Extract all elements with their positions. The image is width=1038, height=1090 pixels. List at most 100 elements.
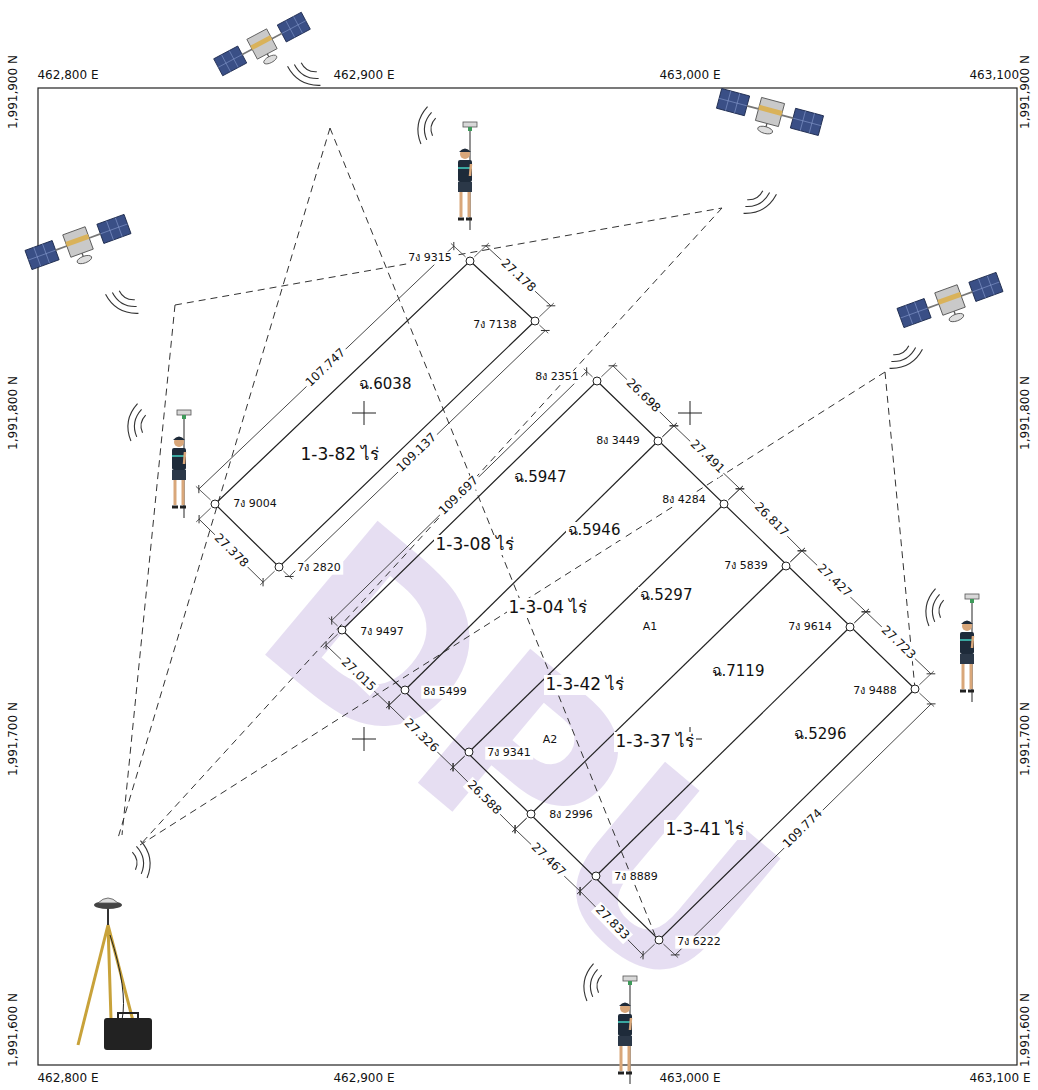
signal-wave: [415, 105, 437, 145]
rover-surveyor: [458, 122, 477, 230]
dimension-value: 109.697: [435, 472, 483, 519]
grid-coordinate: 462,900 E: [331, 69, 396, 83]
dimension-line: [580, 891, 643, 955]
parcel-boundary: [215, 261, 535, 567]
dimension-value: 26.698: [622, 375, 664, 417]
signal-wave: [285, 58, 326, 91]
extension-line: [640, 944, 654, 958]
antenna-cable: [110, 935, 124, 1020]
dimension-tick: [547, 305, 556, 306]
extension-line: [577, 880, 591, 894]
land-parcel: ฉ.71191-3-37 ไร่: [614, 663, 767, 751]
extension-line: [512, 818, 526, 832]
dimension-tick: [199, 515, 200, 523]
parcel-number: ฉ.5296: [792, 726, 849, 743]
dimension-tick: [331, 616, 332, 624]
dimension-line: [326, 645, 389, 705]
extension-line: [577, 880, 591, 894]
boundary-marker: [211, 500, 219, 508]
extension-line: [919, 693, 934, 707]
dimension-tick: [609, 365, 618, 366]
point-id: 7ง 6222: [675, 936, 723, 949]
dimension-tick: [670, 425, 679, 426]
boundary-marker: [720, 500, 728, 508]
dimension-line: [332, 372, 587, 621]
boundary-marker: [401, 686, 409, 694]
dimension-tick: [515, 825, 516, 833]
point-id: 7ง 9341: [485, 747, 533, 760]
dimension-line: [740, 489, 802, 551]
parcel-area: 1-3-37 ไร่: [614, 732, 697, 752]
dimension-tick: [671, 954, 680, 955]
dimension-value: 27.491: [686, 436, 729, 478]
signal-line: [118, 128, 330, 838]
dimension-tick: [389, 701, 390, 709]
point-id: 7ง 9004: [231, 498, 279, 511]
extension-line: [790, 548, 804, 562]
signal-line: [140, 372, 885, 845]
grid-coordinate: 1,991,900 N: [7, 53, 21, 131]
signal-wave: [885, 341, 926, 374]
point-id: 7ง 9488: [851, 685, 899, 698]
extension-line: [196, 508, 210, 522]
grid-coordinate: 1,991,600 N: [1019, 991, 1033, 1069]
grid-coordinate: 462,800 E: [35, 1072, 100, 1086]
boundary-marker: [846, 623, 854, 631]
point-id: 7ง 8889: [612, 871, 660, 884]
grid-coordinate: 1,991,800 N: [7, 374, 21, 452]
boundary-marker: [465, 748, 473, 756]
signal-wave: [739, 186, 780, 219]
parcel-divider: [405, 441, 658, 690]
grid-coordinate: 1,991,700 N: [1019, 700, 1033, 778]
extension-line: [386, 694, 400, 708]
grid-coordinate: 463,000 E: [657, 69, 722, 83]
parcel-divider: [596, 627, 850, 876]
extension-line: [450, 756, 464, 770]
signal-line: [330, 128, 655, 935]
dimension-value: 27.723: [877, 622, 920, 664]
gnss-satellite: [713, 87, 824, 147]
grid-coordinate: 462,800 E: [35, 69, 100, 83]
dimension-tick: [515, 825, 516, 833]
grid-coordinate: 1,991,800 N: [1019, 374, 1033, 452]
signal-line: [175, 208, 722, 305]
extension-line: [196, 486, 211, 500]
point-id: 7ง 7138: [471, 319, 519, 332]
point-id: 7ง 2820: [295, 562, 343, 575]
parcel-number: ฉ.6038: [357, 376, 414, 393]
dimension-value: 107.747: [302, 344, 350, 391]
boundary-marker: [531, 317, 539, 325]
dimension-line: [486, 246, 551, 306]
extension-line: [386, 694, 400, 708]
boundary-marker: [275, 563, 283, 571]
dimension-tick: [541, 330, 550, 331]
gnss-satellite: [896, 271, 1007, 339]
dimension-tick: [862, 611, 871, 612]
dimension-line: [289, 330, 545, 576]
dimension-tick: [263, 578, 264, 586]
point-id: 8ง 4284: [660, 494, 708, 507]
map-frame: [38, 88, 1017, 1065]
grid-coordinate: 462,900 E: [331, 1072, 396, 1086]
grid-coordinate: 463,000 E: [657, 1072, 722, 1086]
dimension-tick: [798, 550, 807, 551]
boundary-marker: [782, 562, 790, 570]
extension-line: [323, 634, 337, 648]
signal-wave: [125, 402, 147, 442]
dimension-value: 27.178: [497, 255, 540, 296]
land-parcel: ฉ.59461-3-04 ไร่: [507, 522, 623, 617]
antenna-dome: [98, 898, 118, 903]
gnss-base-station: [78, 898, 152, 1050]
signal-waves: [103, 58, 946, 1003]
dimension-line: [674, 426, 740, 489]
point-id: 7ง 9497: [358, 626, 406, 639]
land-parcel: ฉ.52971-3-42 ไร่: [544, 587, 695, 694]
extension-line: [512, 818, 526, 832]
parcel-area: 1-3-04 ไร่: [507, 598, 590, 618]
grid-coordinate: 1,991,900 N: [1019, 53, 1033, 131]
area-tag: A2: [541, 734, 560, 747]
dimension-tick: [862, 611, 871, 612]
signal-wave: [923, 587, 945, 627]
signal-wave: [581, 962, 603, 1002]
